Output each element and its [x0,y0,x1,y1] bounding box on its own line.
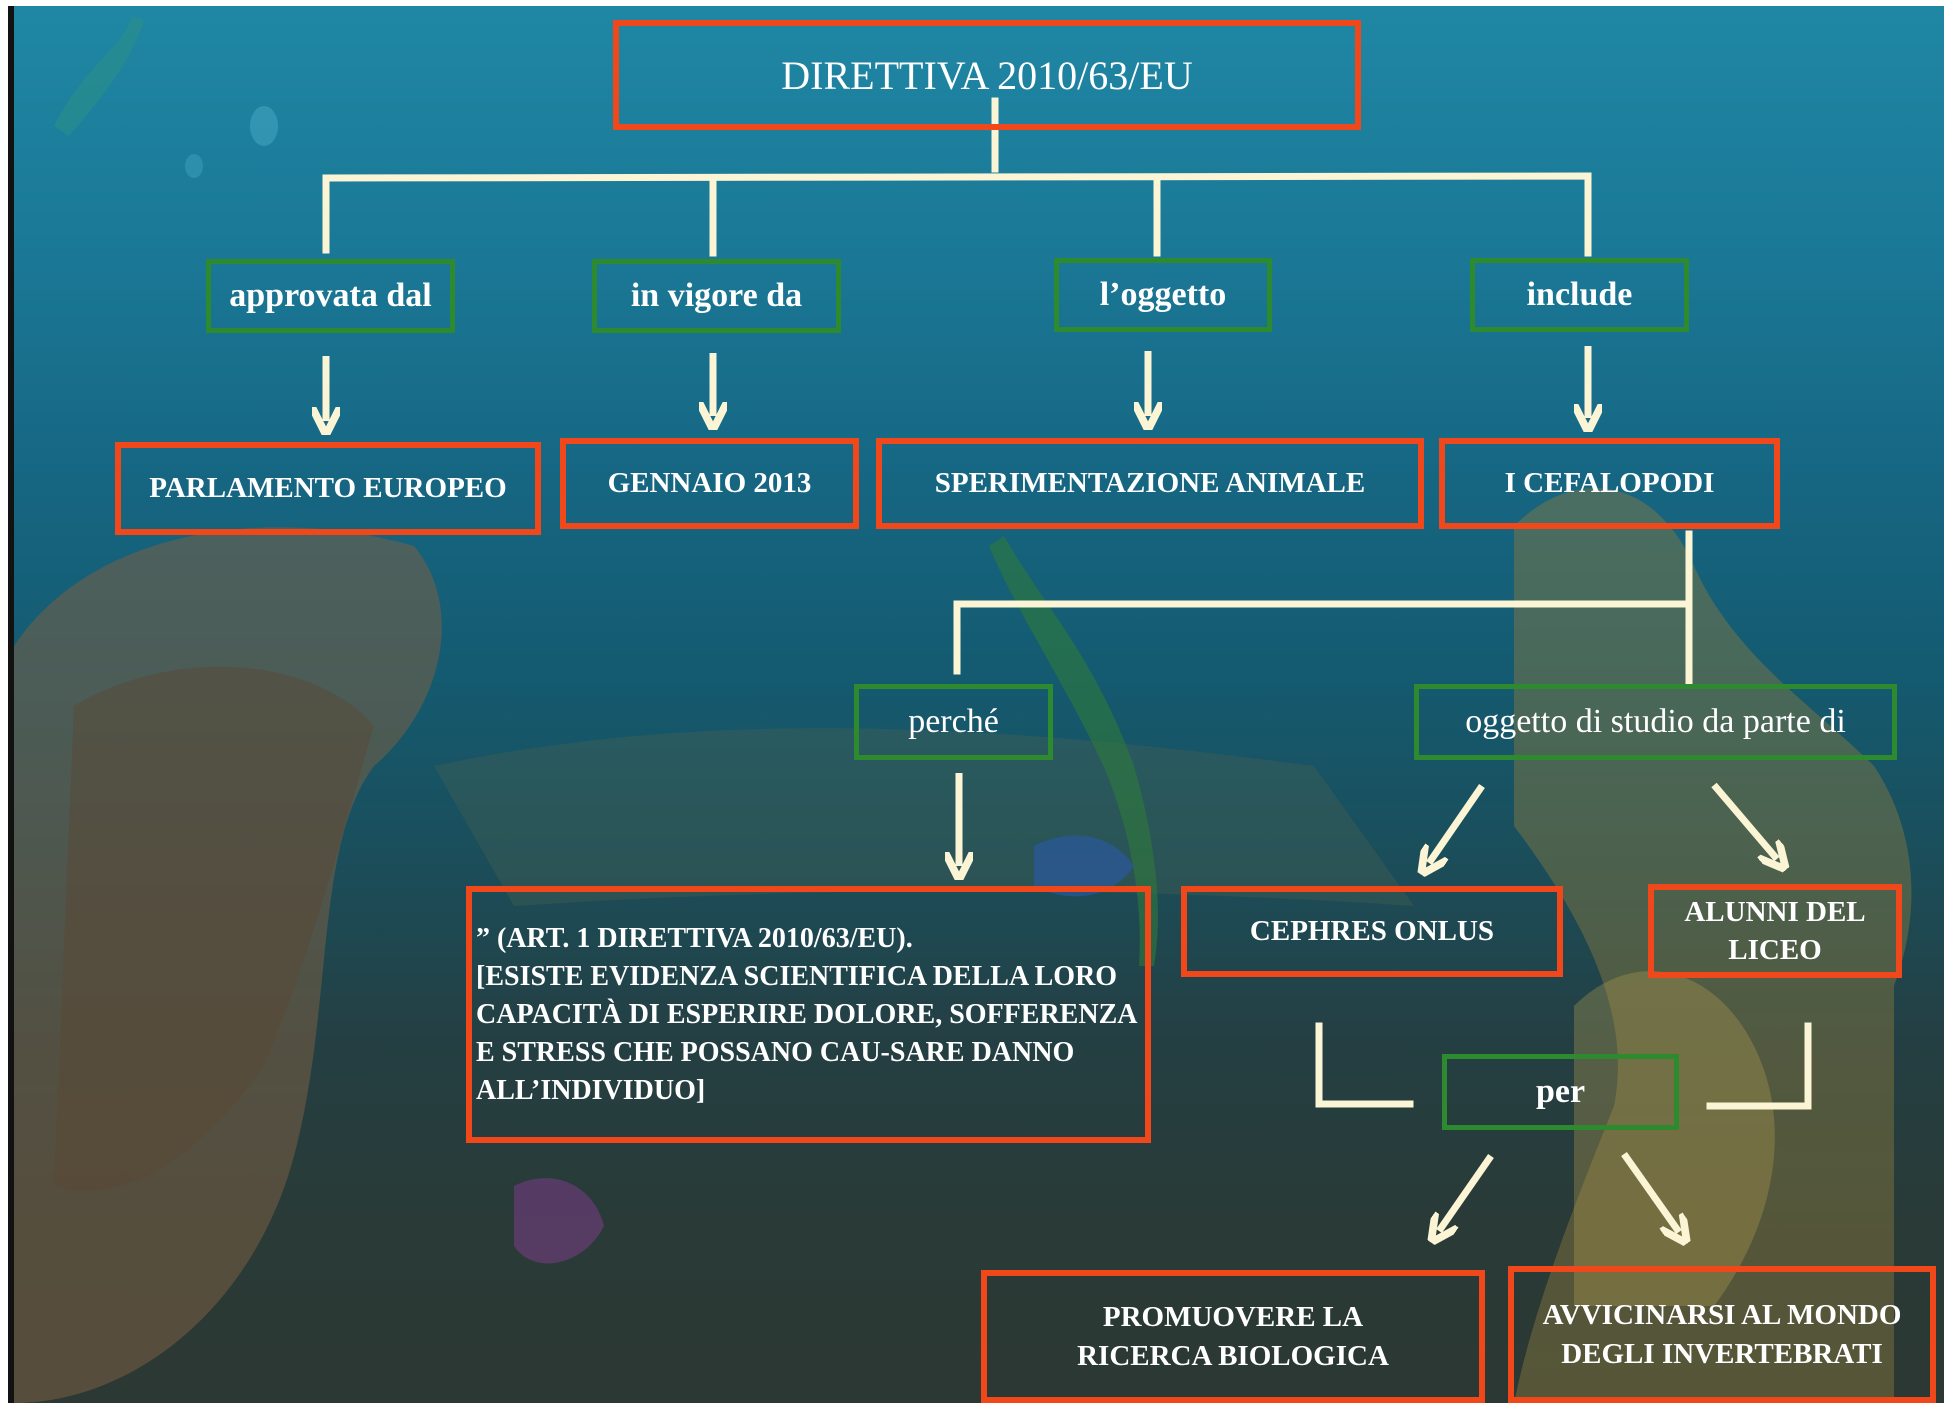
relation-include-label: include [1526,276,1633,313]
concept-promuovere-box: PROMUOVERE LA RICERCA BIOLOGICA [981,1270,1485,1403]
relation-include-box: include [1470,258,1689,332]
concept-parlamento-box: PARLAMENTO EUROPEO [115,442,541,535]
concept-sperimentazione-label: SPERIMENTAZIONE ANIMALE [934,467,1366,500]
relation-studio-box: oggetto di studio da parte di [1414,684,1897,760]
concept-articolo-box: ” (ART. 1 DIRETTIVA 2010/63/EU). [ESISTE… [466,886,1151,1143]
arrow-to-promuovere [1439,1154,1494,1231]
seabed-mid [434,728,1414,906]
concept-sperimentazione-box: SPERIMENTAZIONE ANIMALE [876,438,1424,529]
concept-cephres-label: CEPHRES ONLUS [1249,915,1495,948]
concept-gennaio-label: GENNAIO 2013 [607,467,812,500]
relation-per-box: per [1442,1054,1679,1130]
concept-alunni-label: ALUNNI DEL LICEO [1684,895,1866,966]
relation-per-label: per [1535,1073,1586,1110]
concept-articolo-text: ” (ART. 1 DIRETTIVA 2010/63/EU). [ESISTE… [476,923,1136,1107]
bracket-left [1315,1022,1414,1108]
seaweed-green [989,536,1158,966]
relation-oggetto-box: l’oggetto [1054,258,1272,332]
bubble [250,106,278,146]
arrow-to-cephres [1429,784,1485,863]
concept-avvicinarsi-box: AVVICINARSI AL MONDO DEGLI INVERTEBRATI [1508,1266,1936,1403]
concept-cefalopodi-label: I CEFALOPODI [1504,467,1715,500]
rock-left [14,527,442,1403]
concept-cephres-box: CEPHRES ONLUS [1181,886,1563,977]
relation-perche-label: perché [908,703,999,740]
slide-canvas: DIRETTIVA 2010/63/EU approvata dal in vi… [8,6,1944,1403]
relation-oggetto-label: l’oggetto [1099,276,1227,313]
fish-blue [1034,835,1134,897]
relation-approvata-box: approvata dal [206,259,455,333]
connector-lines [14,97,1812,1403]
seaweed-topleft [54,16,144,136]
relation-studio-label: oggetto di studio da parte di [1465,703,1846,740]
concept-cefalopodi-box: I CEFALOPODI [1439,438,1780,529]
concept-parlamento-label: PARLAMENTO EUROPEO [149,472,507,505]
root-branch-bar [322,172,1592,257]
relation-vigore-label: in vigore da [630,277,803,314]
relation-vigore-box: in vigore da [592,259,841,333]
rock-left-dark [54,666,374,1191]
arrow-to-avvicinarsi [1621,1151,1679,1232]
bracket-right [1706,1022,1812,1110]
relation-perche-box: perché [854,684,1053,760]
arrow-to-alunni [1711,782,1777,859]
concept-avvicinarsi-label: AVVICINARSI AL MONDO DEGLI INVERTEBRATI [1542,1299,1902,1370]
bubble [185,154,203,178]
relation-approvata-label: approvata dal [229,277,432,314]
concept-gennaio-box: GENNAIO 2013 [560,438,859,529]
concept-alunni-box: ALUNNI DEL LICEO [1648,884,1902,978]
underwater-background [14,16,1912,1403]
coral-right [1514,488,1912,1403]
coral-purple [514,1178,604,1264]
concept-promuovere-label: PROMUOVERE LA RICERCA BIOLOGICA [1077,1301,1389,1372]
cefalopodi-branch-bar [953,600,1693,675]
root-concept-label: DIRETTIVA 2010/63/EU [781,52,1193,98]
root-concept-box: DIRETTIVA 2010/63/EU [613,20,1361,130]
